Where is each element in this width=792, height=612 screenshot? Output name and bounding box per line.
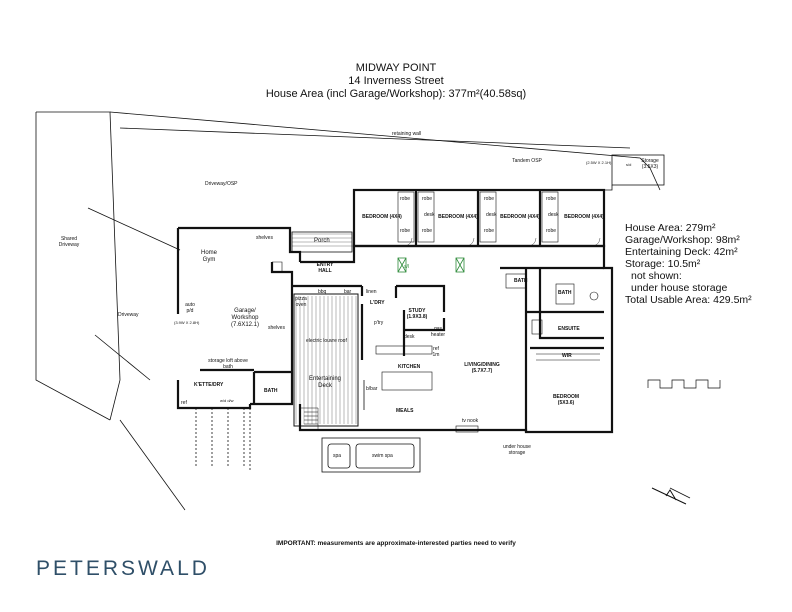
label-robe-7: robe (484, 228, 495, 234)
label-entry-hall: ENTRY HALL (316, 262, 334, 274)
label-spa: spa (333, 453, 342, 459)
label-robe-4: robe (546, 196, 557, 202)
summary-house-area: House Area: 279m² (625, 222, 716, 234)
label-bath-2: BATH (514, 278, 528, 284)
plan-area-heading: House Area (incl Garage/Workshop): 377m²… (265, 88, 527, 100)
label-robe-3: robe (484, 196, 495, 202)
label-ref-1m: ref 1m (432, 346, 440, 358)
label-driveway-osp: Driveway/OSP (205, 181, 238, 187)
label-ensuite: ENSUITE (558, 326, 580, 332)
label-robe-1: robe (400, 196, 411, 202)
label-robe-8: robe (546, 228, 557, 234)
brand-logo: PETERSWALD (36, 557, 210, 580)
label-robe-6: robe (422, 228, 433, 234)
label-gas-heater: gas heater (430, 326, 446, 338)
label-study: STUDY (1.9X3.8) (406, 308, 428, 320)
boundary-left-line (36, 111, 121, 421)
label-bath-3: BATH (558, 290, 572, 296)
label-storage-top: Storage (3.5X3) (641, 158, 659, 170)
label-bedroom-4: BEDROOM (4X4) (564, 214, 604, 220)
label-bedroom-1: BEDROOM (4X4) (362, 214, 402, 220)
site-bottom-left (119, 419, 186, 511)
label-desk-2: desk (486, 212, 497, 218)
label-living-dining: LIVING/DINING (5.7X7.7) (464, 362, 500, 374)
plan-title: MIDWAY POINT (355, 62, 437, 74)
area-summary: House Area: 279m² Garage/Workshop: 98m² … (625, 222, 752, 306)
label-wd-dw: w/d d/w (220, 398, 234, 403)
label-shared-driveway: Shared Driveway (58, 236, 80, 248)
scale-bar (647, 379, 721, 389)
label-tandem-osp: Tandem OSP (512, 158, 542, 164)
label-meals: MEALS (396, 408, 414, 414)
summary-total: Total Usable Area: 429.5m² (625, 294, 752, 306)
label-desk-1: desk (424, 212, 435, 218)
driveway-edge-upper (87, 207, 181, 251)
label-shelves-1: shelves (256, 235, 273, 241)
label-desk-3: desk (548, 212, 559, 218)
summary-not-shown: not shown: (631, 270, 682, 282)
skylight-marks (397, 257, 465, 273)
label-swim-spa: swim spa (372, 453, 393, 459)
summary-under-house: under house storage (631, 282, 728, 294)
label-tv-nook: tv nook (462, 418, 479, 424)
site-bottom-right (669, 487, 691, 499)
label-home-gym: Home Gym (200, 250, 217, 263)
label-retaining-wall: retaining wall (392, 131, 422, 137)
label-carport-dim: (3.9W X 2.8H) (174, 320, 200, 325)
spa-area-outline (321, 437, 421, 473)
summary-deck-area: Entertaining Deck: 42m² (625, 246, 738, 258)
north-arrow (651, 487, 687, 505)
label-bath-garage: BATH (264, 388, 278, 394)
label-garage: Garage/ Workshop (7.6X12.1) (230, 308, 260, 328)
label-under-house: under house storage (503, 444, 531, 456)
label-bbar: b/bar (366, 386, 378, 392)
label-skylight: s/l (404, 264, 409, 270)
label-bedroom-3: BEDROOM (4X4) (500, 214, 540, 220)
summary-garage-area: Garage/Workshop: 98m² (625, 234, 740, 246)
deck-hatch (295, 296, 357, 424)
disclaimer: IMPORTANT: measurements are approximate-… (276, 540, 516, 547)
plan-address: 14 Inverness Street (348, 75, 444, 87)
label-pantry: p'try (374, 320, 384, 326)
driveway-edge-lower (94, 334, 151, 381)
label-driveway: Driveway (118, 312, 139, 318)
label-kitchenette: K'ETTE/DRY (194, 382, 224, 388)
label-wir: WIR (562, 353, 572, 359)
label-electric-roof: electric louvre roof (306, 338, 347, 344)
label-storage-loft: storage loft above bath (208, 358, 248, 370)
label-kitchen: KITCHEN (398, 364, 421, 370)
label-shelves-2: shelves (268, 325, 285, 331)
label-carport-door: auto p/d (185, 302, 195, 314)
site-top-line (119, 127, 631, 149)
label-robe-2: robe (422, 196, 433, 202)
label-tandem-sd: s/d (626, 162, 632, 167)
label-tandem-dim: (2.5W X 2.1H) (586, 160, 612, 165)
label-ref-garage: ref (181, 400, 187, 406)
label-porch: Porch (314, 238, 330, 244)
label-laundry: L'DRY (370, 300, 385, 306)
retaining-wall-line (109, 111, 661, 191)
label-robe-5: robe (400, 228, 411, 234)
label-entertaining-deck: Entertaining Deck (308, 376, 342, 389)
label-linen: linen (366, 289, 377, 295)
label-master-bedroom: BEDROOM (5X3.6) (552, 394, 580, 406)
label-bar: bar (344, 289, 352, 295)
summary-storage-area: Storage: 10.5m² (625, 258, 701, 270)
label-bedroom-2: BEDROOM (4X4) (438, 214, 478, 220)
tandem-storage-outline (611, 154, 665, 186)
label-bbq: bbq (318, 289, 327, 295)
shared-driveway-outline (35, 112, 111, 421)
label-desk-study: desk (404, 334, 415, 340)
label-pizza-oven: pizza oven (295, 296, 307, 308)
